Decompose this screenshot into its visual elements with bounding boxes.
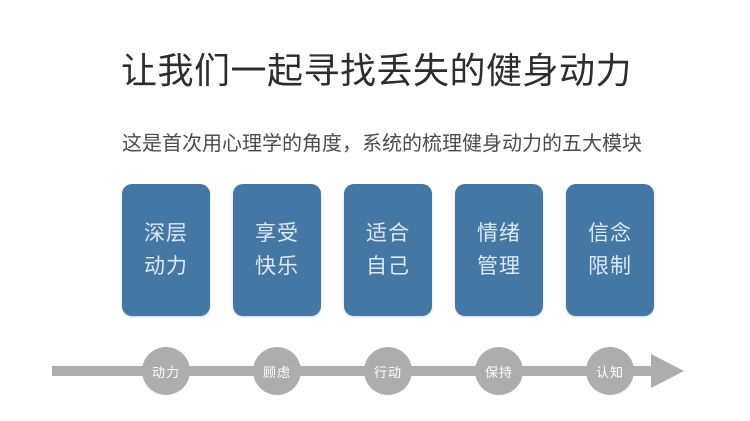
slide-subtitle: 这是首次用心理学的角度，系统的梳理健身动力的五大模块	[122, 133, 642, 155]
module-label: 情绪 管理	[477, 217, 521, 283]
timeline-node-persistence: 保持	[475, 347, 523, 395]
module-label-line1: 深层	[144, 222, 188, 245]
module-label-line1: 适合	[366, 222, 410, 245]
module-card-deep-motivation: 深层 动力	[122, 184, 210, 316]
timeline-node-label: 保持	[484, 364, 513, 380]
module-label-line1: 信念	[588, 222, 632, 245]
module-label: 享受 快乐	[255, 217, 299, 283]
module-label-line2: 限制	[588, 255, 632, 278]
timeline-node-action: 行动	[364, 347, 412, 395]
timeline-node-label: 动力	[151, 364, 180, 380]
timeline-bar	[52, 366, 655, 376]
module-card-suit-yourself: 适合 自己	[344, 184, 432, 316]
module-label-line2: 快乐	[255, 255, 299, 278]
timeline-node-label: 行动	[373, 364, 402, 380]
module-card-enjoy-fun: 享受 快乐	[233, 184, 321, 316]
timeline-node-cognition: 认知	[586, 347, 634, 395]
timeline-node-label: 认知	[595, 364, 624, 380]
timeline-node-label: 顾虑	[262, 364, 291, 380]
module-label-line1: 情绪	[477, 222, 521, 245]
module-label: 深层 动力	[144, 217, 188, 283]
module-label-line2: 管理	[477, 255, 521, 278]
timeline-node-motivation: 动力	[142, 347, 190, 395]
arrow-right-icon	[651, 354, 684, 388]
module-label-line2: 自己	[366, 255, 410, 278]
module-label-line1: 享受	[255, 222, 299, 245]
module-card-emotion-management: 情绪 管理	[455, 184, 543, 316]
module-card-belief-limits: 信念 限制	[566, 184, 654, 316]
module-label: 适合 自己	[366, 217, 410, 283]
slide-title: 让我们一起寻找丢失的健身动力	[121, 50, 633, 91]
timeline-node-concerns: 顾虑	[253, 347, 301, 395]
module-label-line2: 动力	[144, 255, 188, 278]
module-label: 信念 限制	[588, 217, 632, 283]
